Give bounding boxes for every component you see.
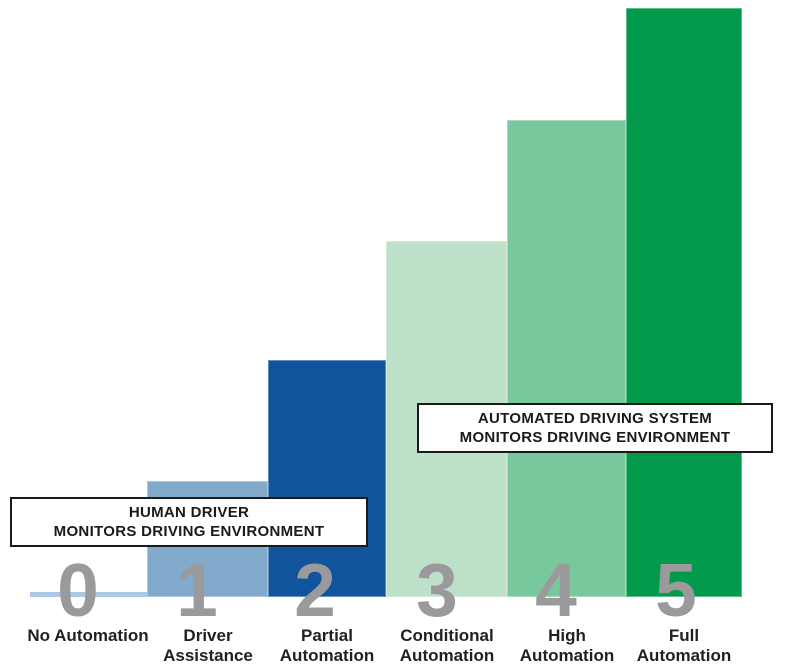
level-label-line: Automation [399,646,495,665]
bar-level-2 [268,360,386,597]
level-label-2: Partial Automation [247,626,407,666]
annotation-line: MONITORS DRIVING ENVIRONMENT [459,429,731,446]
level-label-1: Driver Assistance [128,626,288,666]
level-label-line: Driver [183,626,233,645]
annotation-line: AUTOMATED DRIVING SYSTEM [477,410,713,427]
annotation-line: MONITORS DRIVING ENVIRONMENT [53,523,325,540]
level-digit-0: 0 [57,548,99,632]
level-digit-1: 1 [176,548,218,632]
level-label-line: Assistance [163,646,253,665]
level-label-line: High [548,626,586,645]
bar-level-4 [507,120,626,597]
level-label-line: Full [668,626,700,645]
level-label-line: Partial [301,626,353,645]
level-label-line: Automation [519,646,615,665]
level-label-line: Automation [279,646,375,665]
human-driver-annotation-box: HUMAN DRIVER MONITORS DRIVING ENVIRONMEN… [10,497,368,547]
level-digit-5: 5 [655,548,697,632]
bar-level-0 [30,592,147,597]
level-label-line: No Automation [27,626,149,645]
level-label-5: Full Automation [604,626,764,666]
level-label-line: Automation [636,646,732,665]
level-label-4: High Automation [487,626,647,666]
level-digit-4: 4 [535,548,577,632]
level-label-3: Conditional Automation [367,626,527,666]
level-digit-3: 3 [416,548,458,632]
annotation-line: HUMAN DRIVER [128,504,250,521]
automated-system-annotation-box: AUTOMATED DRIVING SYSTEM MONITORS DRIVIN… [417,403,773,453]
level-label-0: No Automation [8,626,168,646]
level-label-line: Conditional [400,626,494,645]
bar-level-5 [626,8,742,597]
level-digit-2: 2 [294,548,336,632]
